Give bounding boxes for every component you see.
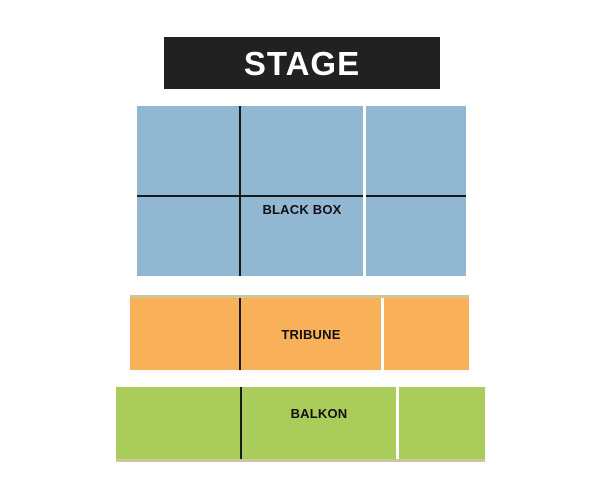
stage-label: STAGE (243, 44, 361, 82)
black-box-cell-r1c3[interactable] (366, 106, 466, 195)
black-box-row-divider (137, 195, 466, 197)
balkon-cell-3[interactable] (399, 387, 485, 459)
section-tribune: TRIBUNE (130, 295, 469, 370)
tribune-column-divider-light (381, 298, 384, 370)
balkon-cell-2[interactable] (242, 387, 396, 459)
tribune-cell-3[interactable] (384, 298, 469, 370)
section-black-box: BLACK BOX (137, 106, 466, 276)
black-box-column-divider-light (363, 106, 366, 276)
section-label-black-box: BLACK BOX (262, 202, 342, 217)
stage-block: STAGE (164, 37, 440, 89)
black-box-cell-r2c3[interactable] (366, 197, 466, 276)
black-box-column-divider-dark (239, 106, 241, 276)
section-balkon: BALKON (116, 387, 485, 462)
black-box-cell-r1c1[interactable] (137, 106, 239, 195)
tribune-top-edge (130, 295, 469, 298)
balkon-column-divider-dark (240, 387, 242, 459)
section-label-tribune: TRIBUNE (281, 327, 341, 342)
black-box-cell-r1c2[interactable] (241, 106, 363, 195)
tribune-cell-1[interactable] (130, 298, 239, 370)
tribune-column-divider-dark (239, 298, 241, 370)
balkon-bottom-edge (116, 459, 485, 462)
balkon-column-divider-light (396, 387, 399, 459)
balkon-cell-1[interactable] (116, 387, 240, 459)
section-label-balkon: BALKON (290, 406, 348, 421)
black-box-cell-r2c1[interactable] (137, 197, 239, 276)
